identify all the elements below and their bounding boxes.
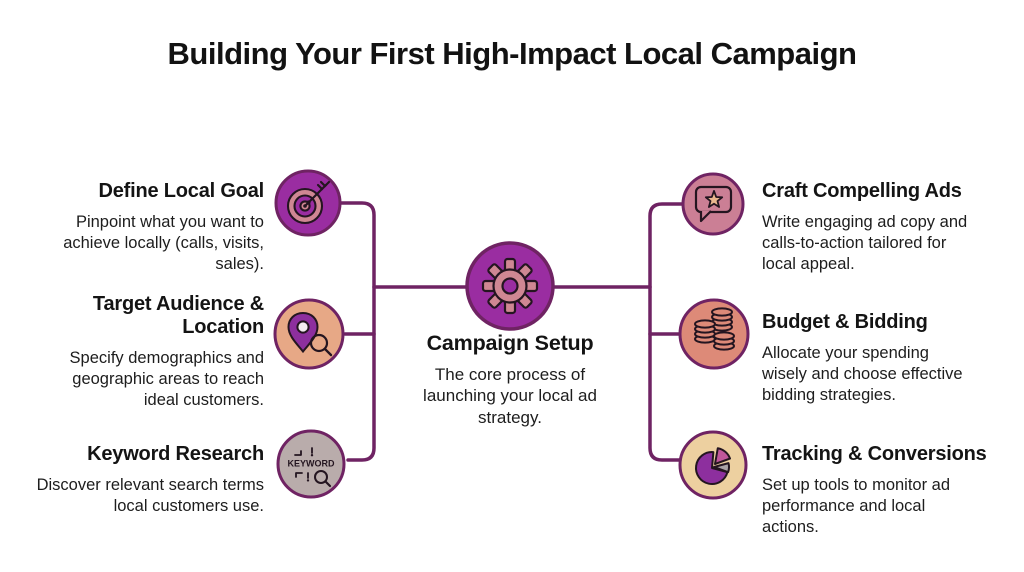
keyword-research-description: Discover relevant search terms local cus… <box>36 476 264 515</box>
gear-icon <box>465 241 555 331</box>
craft-compelling-ads-heading: Craft Compelling Ads <box>762 180 962 202</box>
tracking-conversions-text-block: Tracking & Conversions Set up tools to m… <box>762 443 1012 537</box>
craft-compelling-ads-node <box>681 172 745 236</box>
speech-bubble-star-icon <box>681 172 745 236</box>
page-title: Building Your First High-Impact Local Ca… <box>167 36 857 71</box>
coin-stacks-icon <box>678 298 750 370</box>
campaign-setup-node <box>464 240 556 332</box>
target-audience-location-description: Specify demographics and geographic area… <box>69 349 264 409</box>
location-pin-search-icon <box>273 298 345 370</box>
tracking-conversions-node <box>678 430 748 500</box>
craft-compelling-ads-description: Write engaging ad copy and calls-to-acti… <box>762 213 968 273</box>
target-audience-location-text-block: Target Audience & Location Specify demog… <box>32 293 265 410</box>
left-trunk-line <box>338 201 376 462</box>
pie-chart-icon <box>678 430 748 500</box>
budget-bidding-heading: Budget & Bidding <box>762 311 928 333</box>
campaign-setup-text-block: Campaign Setup The core process of launc… <box>404 331 616 428</box>
keyword-research-node: KEYWORD <box>276 429 346 499</box>
keyword-search-icon: KEYWORD <box>276 429 346 499</box>
craft-compelling-ads-text-block: Craft Compelling Ads Write engaging ad c… <box>762 180 1012 274</box>
keyword-research-heading: Keyword Research <box>87 443 264 465</box>
budget-bidding-node <box>678 298 750 370</box>
budget-bidding-description: Allocate your spending wisely and choose… <box>762 344 963 404</box>
campaign-setup-heading: Campaign Setup <box>426 331 594 355</box>
define-local-goal-text-block: Define Local Goal Pinpoint what you want… <box>32 180 264 274</box>
tracking-conversions-description: Set up tools to monitor ad performance a… <box>762 476 951 536</box>
campaign-setup-description: The core process of launching your local… <box>423 364 597 427</box>
target-audience-location-heading: Target Audience & Location <box>92 293 264 338</box>
target-icon <box>274 169 342 237</box>
define-local-goal-heading: Define Local Goal <box>98 180 264 202</box>
tracking-conversions-heading: Tracking & Conversions <box>762 443 987 465</box>
right-trunk-line <box>648 202 688 462</box>
keyword-research-text-block: Keyword Research Discover relevant searc… <box>32 443 265 517</box>
define-local-goal-description: Pinpoint what you want to achieve locall… <box>63 213 264 273</box>
keyword-icon-label: KEYWORD <box>288 459 336 469</box>
target-audience-location-node <box>273 298 345 370</box>
budget-bidding-text-block: Budget & Bidding Allocate your spending … <box>762 311 1012 405</box>
define-local-goal-node <box>274 169 342 237</box>
